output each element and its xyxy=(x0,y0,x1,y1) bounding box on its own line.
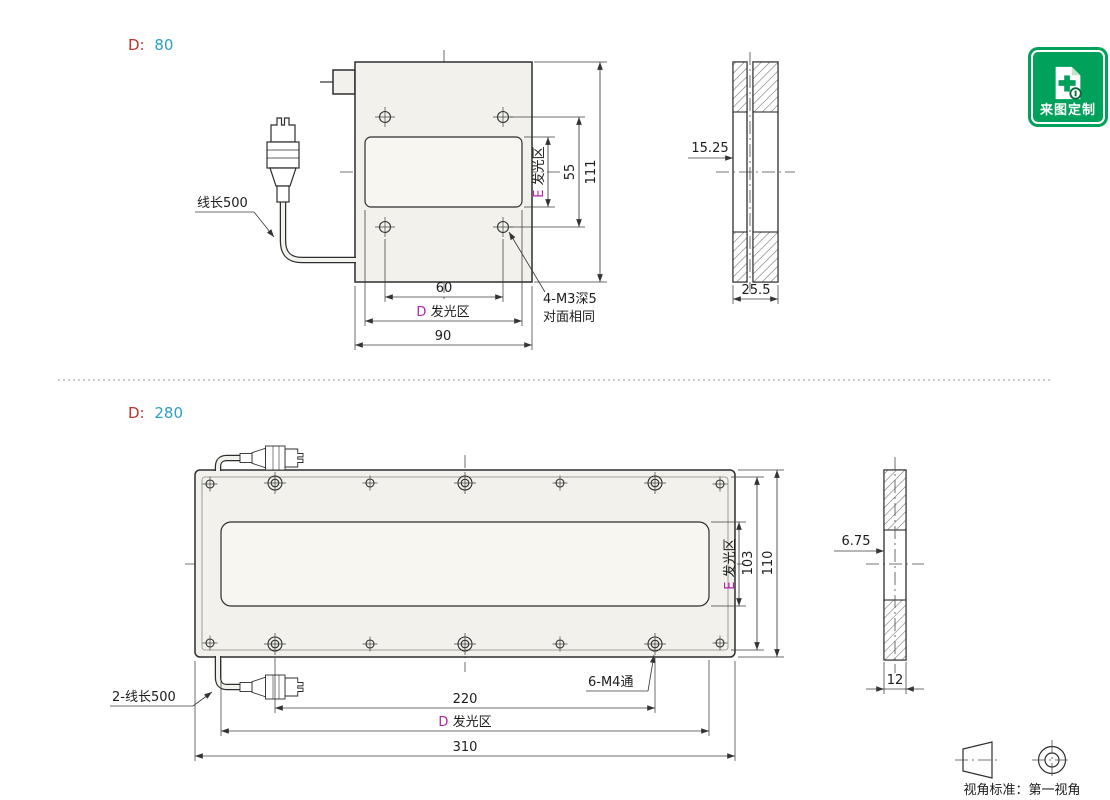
dim-side-offset: 6.75 xyxy=(842,534,871,549)
param-value: 280 xyxy=(154,404,183,422)
dim-emitting-height: E 发光区 xyxy=(722,538,738,589)
leader-line xyxy=(253,211,275,238)
drawing-d280-title: D: 280 xyxy=(128,404,183,422)
leader-line xyxy=(192,691,213,707)
custom-drawing-icon xyxy=(1055,67,1082,101)
hatch-block xyxy=(732,231,748,283)
dim-emitting-width: D 发光区 xyxy=(416,304,469,320)
hatch-block xyxy=(752,231,779,283)
light-emitting-area xyxy=(220,521,710,607)
cable-length-label: 2-线长500 xyxy=(112,690,176,705)
drawing-d80-title: D: 80 xyxy=(128,36,173,54)
cable-core xyxy=(216,456,240,471)
hole-note: 6-M4通 xyxy=(588,675,633,690)
emit-area-letter: D xyxy=(416,305,426,320)
param-value: 80 xyxy=(154,36,173,54)
dim-hole-spacing-x: 220 xyxy=(453,692,478,707)
light-emitting-area xyxy=(364,136,523,208)
view-standard-label: 视角标准：第一视角 xyxy=(963,783,1080,798)
dim-width: 310 xyxy=(453,740,478,755)
dim-side-offset: 15.25 xyxy=(691,141,728,156)
connector-plug xyxy=(239,674,304,700)
dim-height: 110 xyxy=(761,551,776,576)
badge-label: 来图定制 xyxy=(1039,103,1096,119)
dim-emitting-width: D 发光区 xyxy=(438,714,491,730)
hatch-block xyxy=(752,61,779,113)
cable-outline xyxy=(279,202,356,264)
connector-plug xyxy=(239,445,304,471)
dim-height: 111 xyxy=(584,160,599,185)
cone-frustum-symbol xyxy=(962,741,993,779)
emit-area-text: 发光区 xyxy=(531,146,547,185)
cable-core xyxy=(281,202,356,262)
hatch-block xyxy=(732,61,748,113)
dim-side-depth: 25.5 xyxy=(742,283,771,298)
cable-gland-stub xyxy=(332,69,356,95)
drawing-d80: D: 80 线长500 4-M3深5 对面相同 60 xyxy=(128,36,795,350)
side-section-view-d80: 15.25 25.5 xyxy=(688,52,795,304)
param-letter: D: xyxy=(128,404,145,422)
cable-core xyxy=(216,656,240,689)
dim-inner-height: 103 xyxy=(741,551,756,576)
hole-note-line2: 对面相同 xyxy=(543,310,595,325)
param-letter: D: xyxy=(128,36,145,54)
leader-line xyxy=(647,654,656,692)
emit-area-letter: E xyxy=(532,189,547,197)
dim-hole-spacing-y: 55 xyxy=(563,164,578,181)
emit-area-letter: E xyxy=(723,581,738,589)
connector-plug xyxy=(266,117,300,203)
emit-area-text: 发光区 xyxy=(431,304,470,320)
projection-symbols xyxy=(955,740,1072,780)
dim-side-depth: 12 xyxy=(887,673,904,688)
drawing-d280: D: 280 2-线长500 xyxy=(110,404,924,761)
emit-area-letter: D xyxy=(438,715,448,730)
dim-hole-spacing-x: 60 xyxy=(436,281,453,296)
hole-note-line1: 4-M3深5 xyxy=(543,292,597,307)
badge-frame: 来图定制 xyxy=(1031,50,1105,124)
dim-emitting-height: E 发光区 xyxy=(531,146,547,197)
emit-area-text: 发光区 xyxy=(722,538,738,577)
dim-width: 90 xyxy=(435,329,452,344)
cable-length-label: 线长500 xyxy=(197,196,248,211)
custom-drawing-badge: 来图定制 xyxy=(1028,47,1108,127)
emit-area-text: 发光区 xyxy=(453,714,492,730)
side-section-view-d280: 6.75 12 xyxy=(834,457,924,694)
